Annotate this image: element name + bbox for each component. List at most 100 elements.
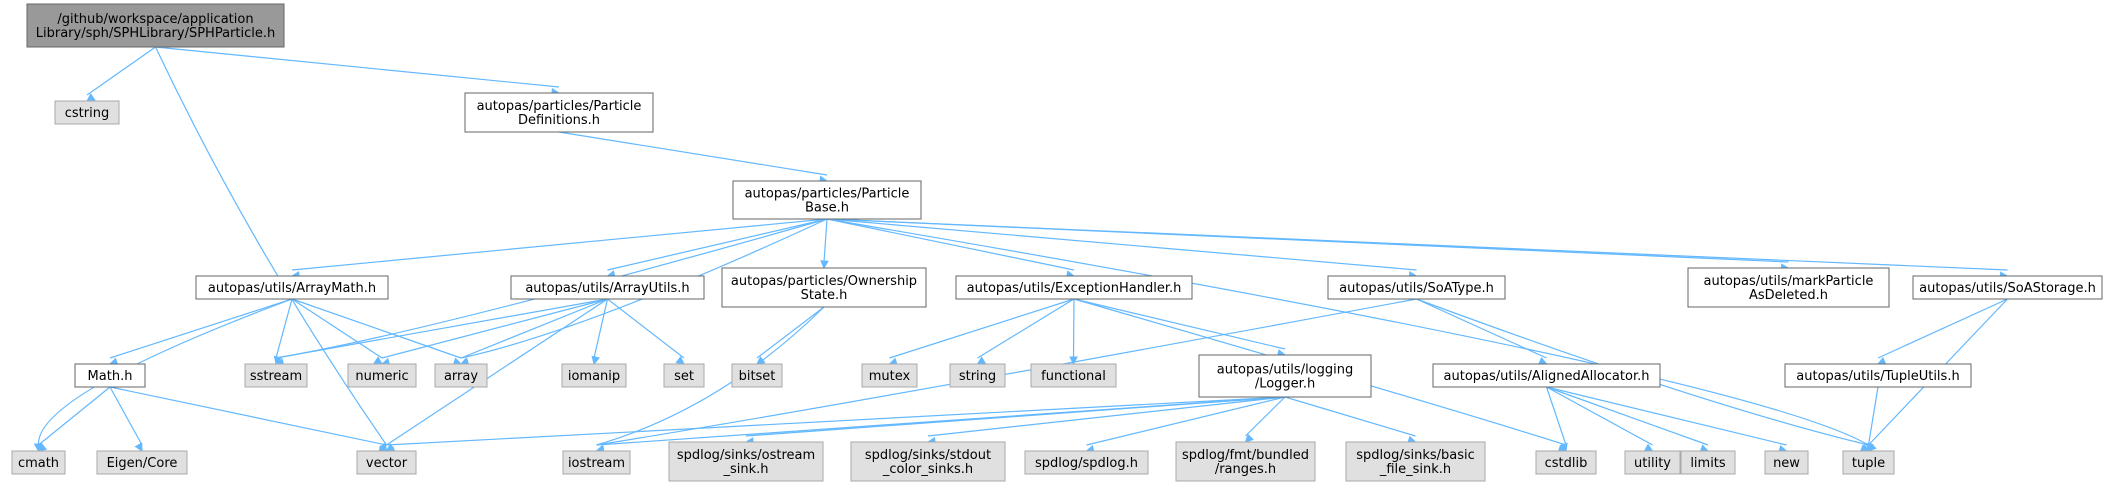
node-soa-storage[interactable]: autopas/utils/SoAStorage.h (1912, 275, 2103, 300)
edge-exception_handler-to-string (977, 298, 1075, 359)
edge-aligned_allocator-to-cstdlib (1545, 386, 1567, 446)
edge-math_h-to-vector (109, 386, 387, 446)
node-label-line: cstdlib (1545, 456, 1588, 471)
node-label-line: Base.h (805, 201, 849, 216)
node-label-line: array (444, 369, 478, 384)
node-basic-file-sink: spdlog/sinks/basic_file_sink.h (1345, 441, 1486, 482)
edge-particle_base-to-soa_storage (826, 218, 2008, 271)
node-numeric: numeric (347, 363, 417, 388)
arrowhead-particle_base-to-ownership_state (820, 260, 829, 270)
node-label-line: autopas/utils/logging (1217, 363, 1354, 378)
node-label-line: autopas/utils/ArrayMath.h (208, 281, 376, 296)
edge-array_math-to-array (291, 298, 462, 359)
node-iomanip: iomanip (561, 363, 627, 388)
node-label-line: utility (1634, 456, 1671, 471)
node-tuple-utils[interactable]: autopas/utils/TupleUtils.h (1784, 363, 1972, 388)
edge-soa_type-to-aligned_allocator (1416, 298, 1547, 359)
node-label-line: numeric (355, 369, 408, 384)
node-box (1175, 441, 1316, 482)
node-box (668, 441, 824, 482)
node-exception-handler[interactable]: autopas/utils/ExceptionHandler.h (955, 275, 1193, 300)
edge-array_math-to-sstream (275, 298, 293, 359)
node-label-line: set (674, 369, 694, 384)
arrowhead-math_h-to-eigen_core (134, 442, 143, 452)
node-label-line: autopas/utils/markParticle (1704, 274, 1874, 289)
edge-logger-to-spdlog (1086, 396, 1286, 446)
node-set: set (663, 363, 705, 388)
node-label-line: AsDeleted.h (1749, 288, 1828, 303)
node-label-line: _sink.h (722, 462, 768, 477)
node-eigen-core: Eigen/Core (96, 450, 188, 475)
node-box (1345, 441, 1486, 482)
arrowhead-array_math-to-numeric (373, 356, 383, 365)
node-box (562, 450, 631, 475)
node-math-h[interactable]: Math.h (74, 363, 146, 388)
edge-ownership_state-to-iostream (596, 306, 825, 446)
node-label-line: autopas/particles/Ownership (731, 274, 917, 289)
node-label-line: iostream (568, 456, 625, 471)
edge-particle_base-to-array (460, 218, 828, 359)
node-box (347, 363, 417, 388)
edge-particle_base-to-ownership_state (823, 218, 828, 263)
edge-aligned_allocator-to-new (1546, 386, 1787, 446)
node-label-line: mutex (869, 369, 911, 384)
arrowhead-math_h-to-cmath (37, 442, 48, 452)
node-label-line: cmath (18, 456, 59, 471)
edge-logger-to-basic_file_sink (1284, 396, 1416, 437)
node-box (54, 100, 120, 125)
node-aligned-allocator[interactable]: autopas/utils/AlignedAllocator.h (1432, 363, 1661, 388)
arrowhead-aligned_allocator-to-cstdlib (1559, 442, 1568, 453)
node-box (732, 180, 922, 220)
node-label-line: iomanip (568, 369, 620, 384)
node-box (1327, 275, 1506, 300)
edge-particle_base-to-soa_type (826, 218, 1417, 271)
edge-array_math-to-numeric (291, 298, 383, 359)
node-box (850, 441, 1006, 482)
arrowhead-root-to-cstring (86, 93, 96, 102)
edge-soa_type-to-tuple (1416, 298, 1869, 446)
edge-array_utils-to-sstream (275, 298, 608, 359)
edge-ownership_state-to-bitset (756, 306, 825, 359)
node-label-line: vector (366, 456, 408, 471)
node-box (74, 363, 146, 388)
node-label-line: autopas/particles/Particle (477, 99, 642, 114)
node-label-line: _file_sink.h (1379, 462, 1451, 477)
node-box (1784, 363, 1972, 388)
node-box (464, 92, 654, 133)
node-label-line: Eigen/Core (107, 456, 178, 471)
node-label-line: Math.h (88, 369, 133, 384)
edge-array_utils-to-array (460, 298, 608, 359)
node-label-line: sstream (250, 369, 302, 384)
node-label-line: /github/workspace/application (57, 12, 253, 27)
node-soa-type[interactable]: autopas/utils/SoAType.h (1327, 275, 1506, 300)
edge-math_h-to-cmath (38, 386, 111, 446)
arrowhead-array_utils-to-iomanip (591, 355, 600, 366)
edge-root-to-vector (154, 46, 387, 446)
edge-root-to-cstring (86, 46, 156, 96)
node-box (663, 363, 705, 388)
node-label-line: /Logger.h (1255, 377, 1315, 392)
edge-logger-to-stdout_color_sinks (927, 396, 1286, 437)
arrowhead-exception_handler-to-string (976, 356, 987, 365)
edge-particle_base-to-tuple (826, 218, 1869, 446)
node-iostream: iostream (562, 450, 631, 475)
node-box (434, 363, 488, 388)
arrowhead-soa_storage-to-tuple_utils (1876, 356, 1887, 365)
node-box (949, 363, 1006, 388)
node-label-line: spdlog/spdlog.h (1035, 456, 1138, 471)
node-label-line: new (1773, 456, 1800, 471)
node-array-math[interactable]: autopas/utils/ArrayMath.h (195, 275, 389, 300)
node-box (244, 363, 308, 388)
edge-root-to-particle_definitions (155, 46, 560, 88)
node-logger[interactable]: autopas/utils/logging/Logger.h (1198, 354, 1372, 398)
node-root[interactable]: /github/workspace/applicationLibrary/sph… (26, 3, 285, 48)
edge-array_utils-to-set (607, 298, 685, 359)
node-box (1432, 363, 1661, 388)
node-array-utils[interactable]: autopas/utils/ArrayUtils.h (510, 275, 705, 300)
node-functional: functional (1030, 363, 1117, 388)
node-label-line: autopas/utils/TupleUtils.h (1796, 369, 1959, 384)
